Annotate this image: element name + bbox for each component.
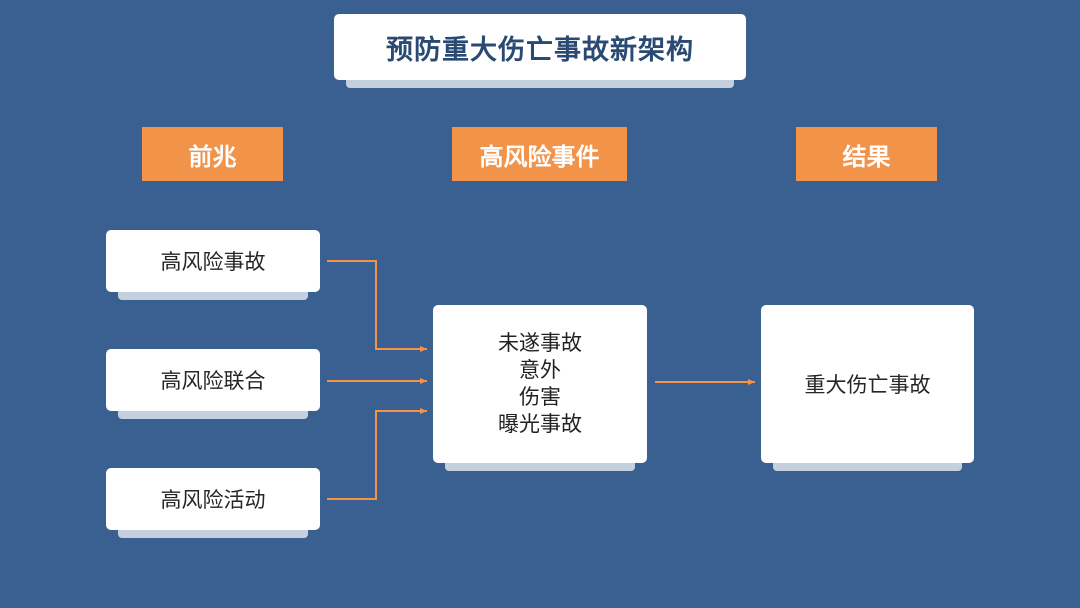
precursor-node: 高风险事故 — [106, 230, 320, 300]
event-list: 未遂事故 意外 伤害 曝光事故 — [433, 305, 647, 463]
header-precursor: 前兆 — [142, 127, 283, 181]
title-box: 预防重大伤亡事故新架构 — [334, 14, 746, 88]
precursor-label: 高风险事故 — [106, 230, 320, 292]
event-node: 未遂事故 意外 伤害 曝光事故 — [433, 305, 647, 471]
header-event: 高风险事件 — [452, 127, 627, 181]
connector-arrow — [327, 260, 427, 352]
result-label: 重大伤亡事故 — [761, 305, 974, 463]
event-item: 意外 — [519, 358, 561, 382]
precursor-node: 高风险活动 — [106, 468, 320, 538]
precursor-label: 高风险联合 — [106, 349, 320, 411]
precursor-label: 高风险活动 — [106, 468, 320, 530]
precursor-node: 高风险联合 — [106, 349, 320, 419]
event-item: 未遂事故 — [498, 331, 582, 355]
event-item: 曝光事故 — [498, 412, 582, 436]
diagram-title: 预防重大伤亡事故新架构 — [334, 14, 746, 80]
connector-arrow — [327, 408, 427, 500]
header-result: 结果 — [796, 127, 937, 181]
event-item: 伤害 — [519, 385, 561, 409]
result-node: 重大伤亡事故 — [761, 305, 974, 471]
